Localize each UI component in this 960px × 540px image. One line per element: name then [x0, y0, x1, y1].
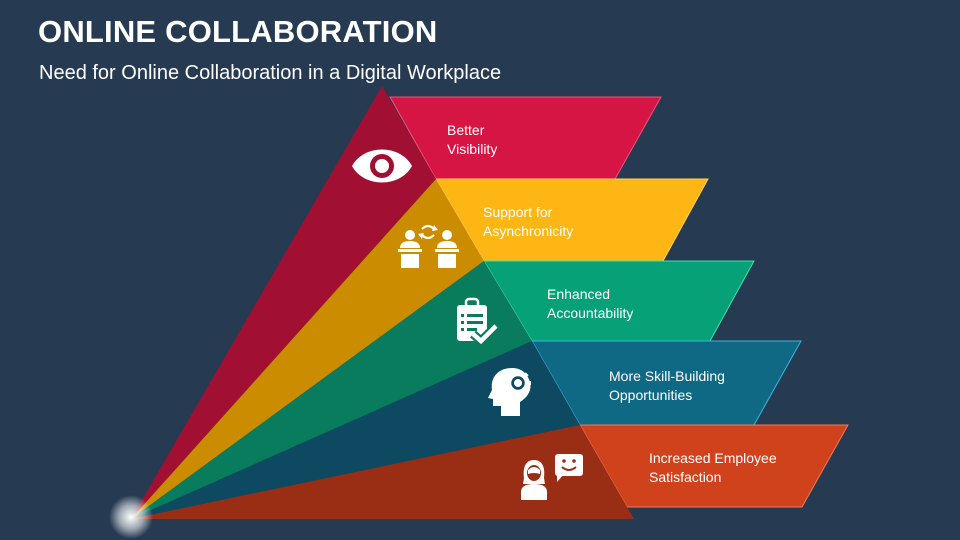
item-label-line1: Better — [447, 122, 485, 138]
item-label-line1: More Skill-Building — [609, 368, 725, 384]
eye-icon — [352, 149, 412, 183]
slice-blue — [131, 341, 580, 519]
item-label-line2: Asynchronicity — [483, 223, 574, 239]
item-support-asynchronicity: Support for Asynchronicity — [483, 203, 573, 241]
head-gear-icon — [488, 368, 531, 416]
item-label-line1: Increased Employee — [649, 450, 777, 466]
item-label-line2: Satisfaction — [649, 469, 722, 485]
slice-yellow — [131, 179, 484, 519]
triangle-slices — [131, 86, 634, 519]
item-label-line2: Visibility — [447, 141, 498, 157]
slice-orange — [131, 425, 634, 519]
clipboard-check-icon — [457, 297, 500, 348]
band-better-visibility — [389, 96, 662, 180]
slice-green — [131, 261, 532, 519]
vertex-glow — [109, 495, 153, 539]
item-label-line1: Enhanced — [547, 286, 611, 302]
item-label-line2: Opportunities — [609, 387, 693, 403]
employee-feedback-icon — [521, 454, 583, 500]
item-better-visibility: Better Visibility — [447, 121, 497, 159]
item-employee-satisfaction: Increased Employee Satisfaction — [649, 449, 777, 487]
page-subtitle: Need for Online Collaboration in a Digit… — [39, 62, 502, 84]
slice-red — [131, 86, 436, 519]
item-label-line2: Accountability — [547, 305, 634, 321]
page-title: ONLINE COLLABORATION — [38, 14, 438, 49]
item-enhanced-accountability: Enhanced Accountability — [547, 285, 633, 323]
item-label-line1: Support for — [483, 204, 553, 220]
people-exchange-icon — [398, 224, 459, 268]
item-skill-building: More Skill-Building Opportunities — [609, 367, 725, 405]
